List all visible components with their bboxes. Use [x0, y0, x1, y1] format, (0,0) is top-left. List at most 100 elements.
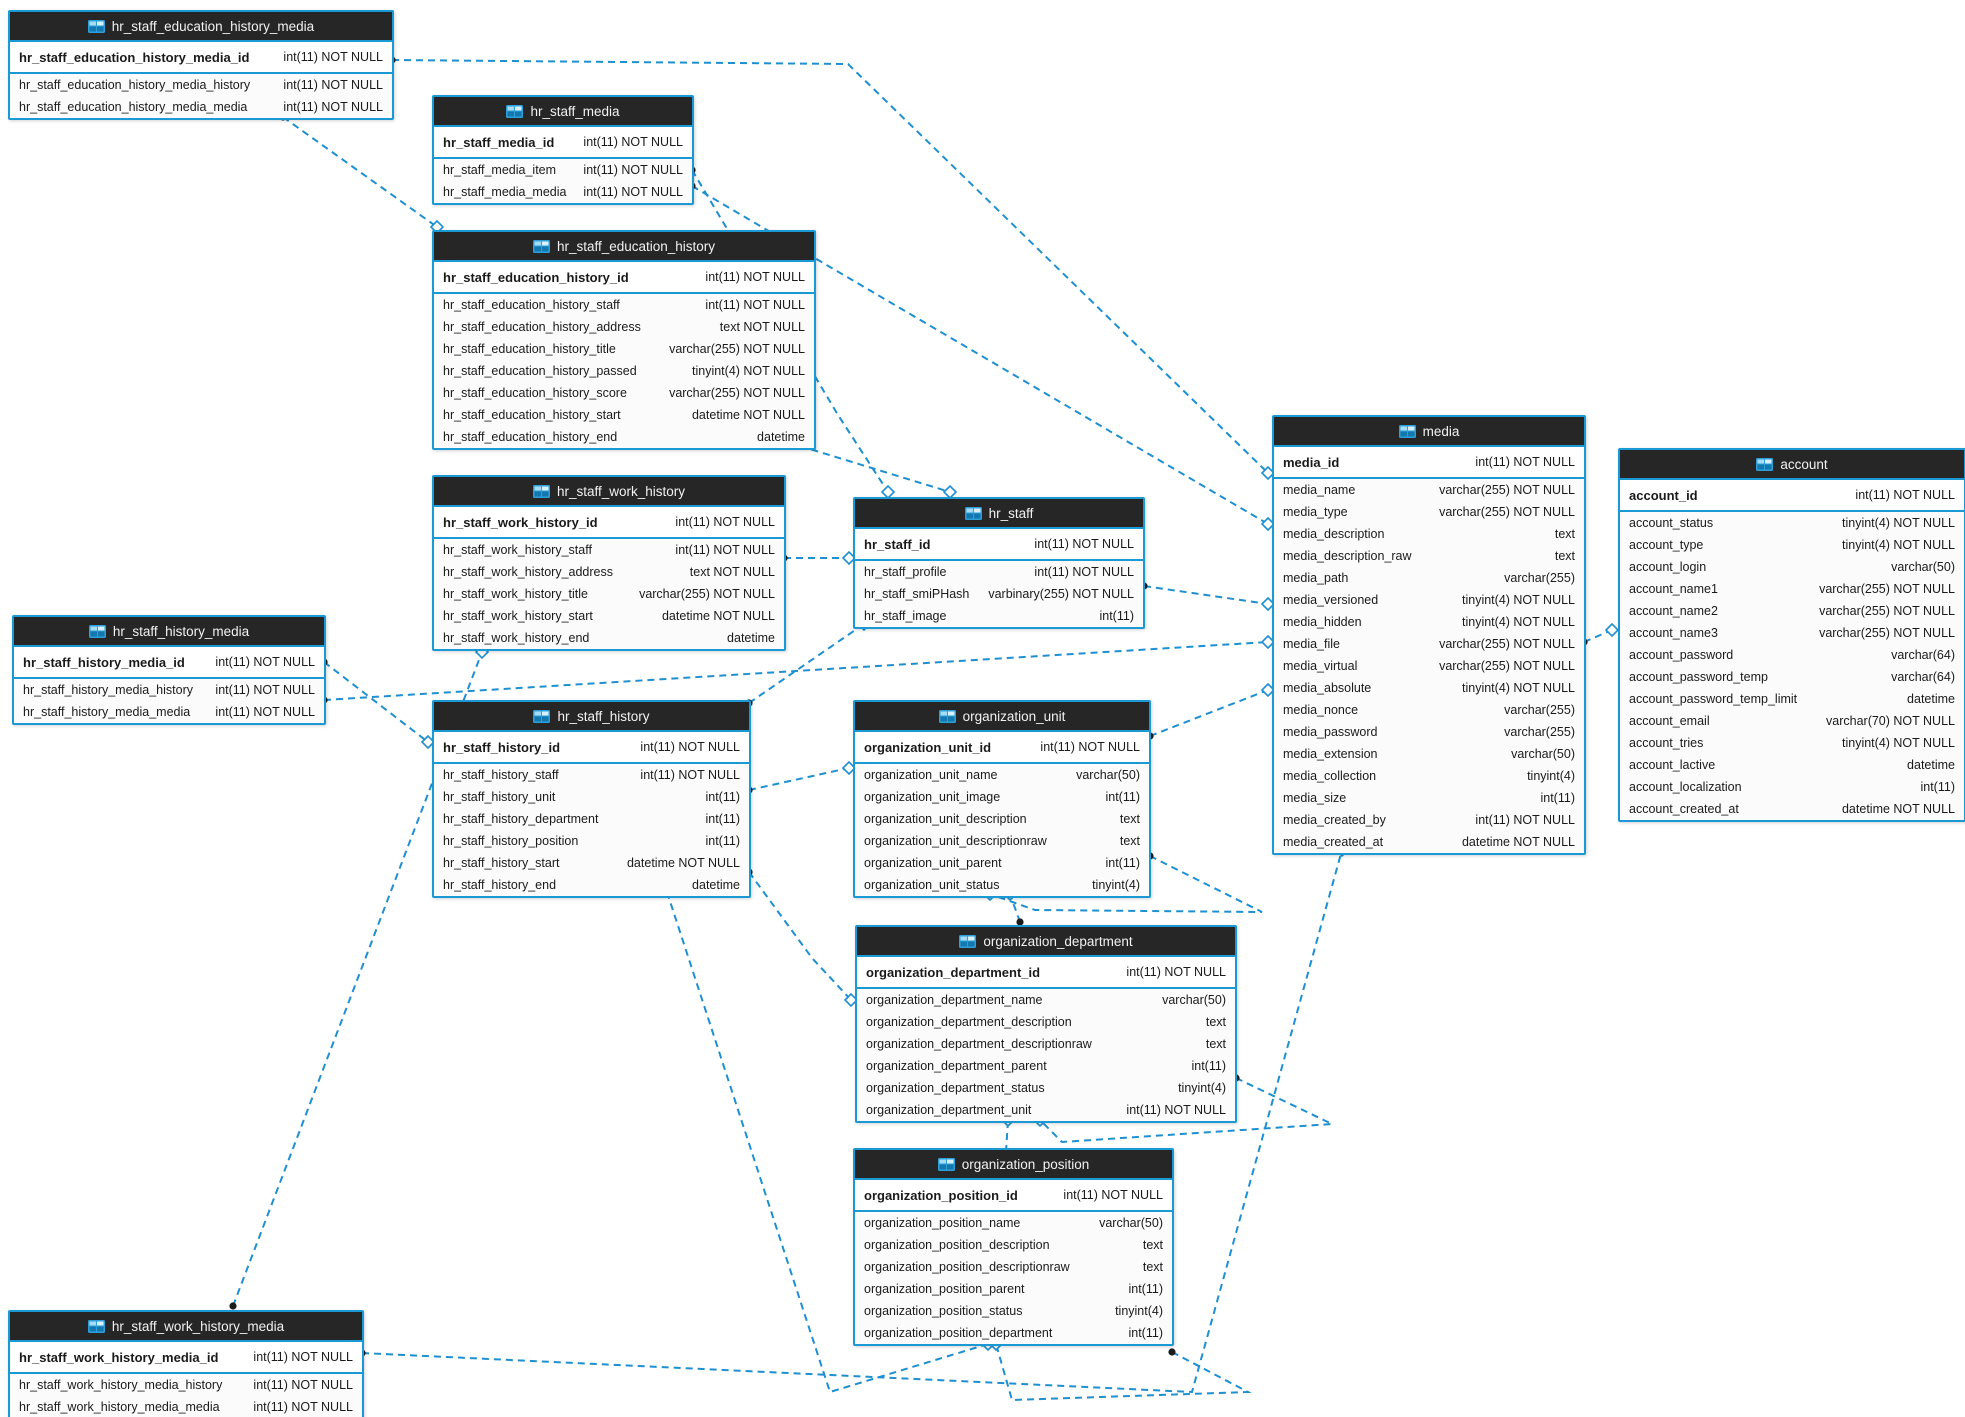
- relationship-hr_staff_image[interactable]: [1140, 582, 1276, 612]
- table-header[interactable]: hr_staff_media: [434, 97, 692, 127]
- table-header[interactable]: hr_staff_work_history_media: [10, 1312, 362, 1342]
- relationship-organization_position_parent[interactable]: [988, 1336, 1252, 1402]
- table-header[interactable]: organization_unit: [855, 702, 1149, 732]
- relationship-hr_staff_history_unit[interactable]: [745, 760, 857, 794]
- relationship-hr_staff_education_history_staff[interactable]: [796, 442, 958, 500]
- table-header[interactable]: organization_department: [857, 927, 1235, 957]
- table-hr_staff_education_history_media[interactable]: hr_staff_education_history_media hr_staff…: [8, 10, 394, 120]
- column-row[interactable]: hr_staff_education_history_media_history…: [10, 74, 392, 96]
- table-header[interactable]: hr_staff_history: [434, 702, 749, 732]
- relationship-hr_staff_education_history_media_history[interactable]: [279, 113, 445, 235]
- table-organization_department[interactable]: organization_department organization_depa…: [855, 925, 1237, 1123]
- table-hr_staff_work_history[interactable]: hr_staff_work_history hr_staff_work_histo…: [432, 475, 786, 651]
- table-header[interactable]: hr_staff_education_history_media: [10, 12, 392, 42]
- relationship-hr_staff_work_history_staff[interactable]: [780, 550, 857, 566]
- table-header[interactable]: hr_staff: [855, 499, 1143, 529]
- table-header[interactable]: hr_staff_education_history: [434, 232, 814, 262]
- relationship-hr_staff_history_media_history[interactable]: [320, 658, 436, 750]
- table-organization_position[interactable]: organization_position organization_positi…: [853, 1148, 1174, 1346]
- table-header[interactable]: organization_position: [855, 1150, 1172, 1180]
- relationship-organization_unit_image[interactable]: [1146, 682, 1276, 740]
- relationship-media_created_by[interactable]: [1580, 622, 1620, 646]
- table-header[interactable]: hr_staff_work_history: [434, 477, 784, 507]
